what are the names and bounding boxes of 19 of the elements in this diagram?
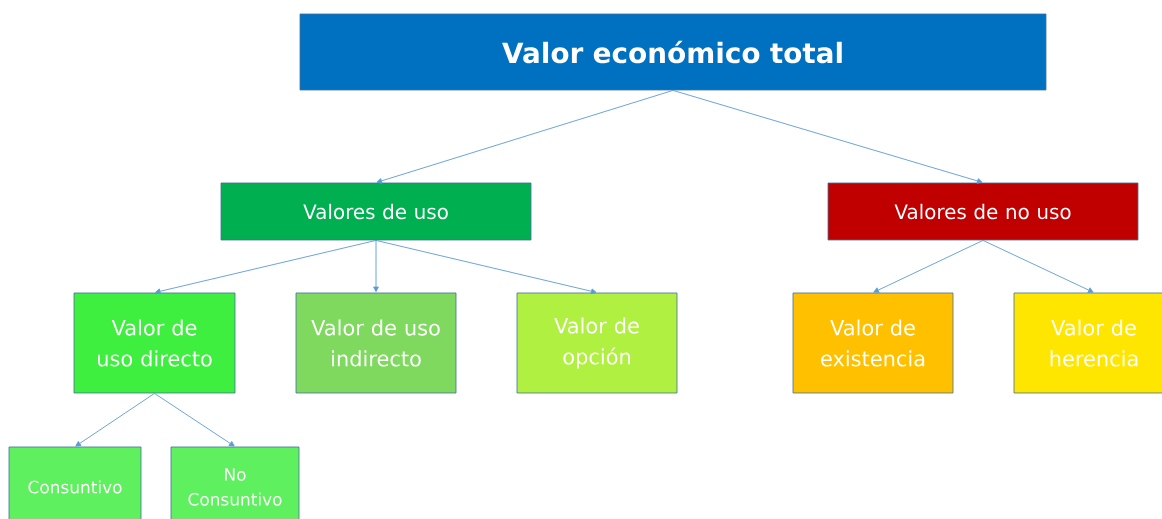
arrow (982, 239, 1094, 293)
title-box: Valor económico total (299, 13, 1047, 91)
category-box: Valor de uso directo (73, 292, 236, 394)
category-box: No Consuntivo (170, 446, 300, 519)
arrow (154, 392, 235, 447)
arrow (873, 239, 984, 293)
arrow (155, 239, 377, 295)
arrow (373, 239, 379, 293)
category-box: Valor de herencia (1013, 292, 1162, 394)
category-box: Valor de opción (516, 292, 678, 394)
category-box: Valor de existencia (792, 292, 954, 394)
category-box: Valor de uso indirecto (295, 292, 457, 394)
category-box: Valores de uso (220, 182, 532, 241)
category-box: Consuntivo (8, 446, 142, 519)
arrow (672, 89, 983, 184)
arrow (376, 89, 674, 184)
arrow (375, 239, 597, 295)
category-box: Valores de no uso (827, 182, 1139, 241)
arrow (75, 392, 155, 447)
